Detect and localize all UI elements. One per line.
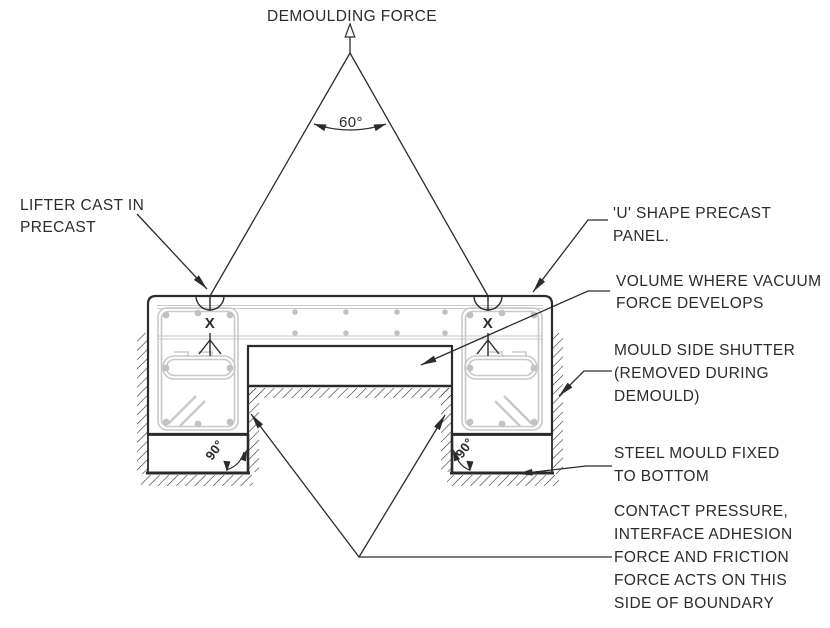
svg-text:STEEL MOULD FIXED: STEEL MOULD FIXED [614,445,780,462]
steel-mould-label: STEEL MOULD FIXED TO BOTTOM [614,445,780,485]
svg-text:MOULD SIDE SHUTTER: MOULD SIDE SHUTTER [614,342,795,359]
svg-text:DEMOULD): DEMOULD) [614,388,700,405]
leader-u-shape [532,219,608,293]
side-shutter-label: MOULD SIDE SHUTTER (REMOVED DURING DEMOU… [614,342,795,405]
demoulding-force-arrow [344,22,356,38]
leader-vacuum [420,290,610,366]
mould-core-walls [246,384,454,473]
svg-text:FORCE DEVELOPS: FORCE DEVELOPS [616,295,764,312]
contact-pressure-label: CONTACT PRESSURE, INTERFACE ADHESION FOR… [614,503,793,612]
svg-text:'U' SHAPE PRECAST: 'U' SHAPE PRECAST [613,205,771,222]
svg-text:LIFTER CAST IN: LIFTER CAST IN [20,197,144,214]
precast-panel-outline [146,294,554,436]
sling-angle-dimension [313,123,387,132]
leader-contact-right [358,414,446,558]
leader-lifter [136,213,208,290]
lifter-right [473,295,503,356]
svg-text:SIDE OF BOUNDARY: SIDE OF BOUNDARY [614,595,774,612]
u-shape-label: 'U' SHAPE PRECAST PANEL. [613,205,771,245]
vacuum-label: VOLUME WHERE VACUUM FORCE DEVELOPS [616,273,821,312]
leader-lines [136,213,612,558]
sling-angle-label: 60° [339,114,363,131]
leader-side-shutter [558,370,612,397]
svg-text:FORCE ACTS ON THIS: FORCE ACTS ON THIS [614,572,787,589]
lifter-left [195,295,225,356]
mould-side-shutter-left-hatch [137,333,148,474]
demoulding-force-label: DEMOULDING FORCE [267,8,437,25]
rebar-dots [162,309,538,428]
svg-text:INTERFACE ADHESION: INTERFACE ADHESION [614,526,793,543]
svg-text:TO BOTTOM: TO BOTTOM [614,468,709,485]
lifter-right-x-mark: X [483,315,493,332]
leader-steel-mould [516,465,612,476]
mould-core-hatch [249,388,451,472]
svg-text:(REMOVED DURING: (REMOVED DURING [614,365,769,382]
svg-text:FORCE AND FRICTION: FORCE AND FRICTION [614,549,789,566]
rebar-pattern [157,304,543,431]
lifter-label: LIFTER CAST IN PRECAST [20,197,144,236]
mould-bottom-hatch [141,475,559,486]
svg-text:CONTACT PRESSURE,: CONTACT PRESSURE, [614,503,788,520]
svg-text:VOLUME WHERE VACUUM: VOLUME WHERE VACUUM [616,273,821,290]
lifter-left-x-mark: X [205,315,215,332]
svg-text:PRECAST: PRECAST [20,219,96,236]
sling-lines [209,37,489,297]
svg-text:PANEL.: PANEL. [613,228,669,245]
mould-side-shutter-right-hatch [552,333,563,474]
